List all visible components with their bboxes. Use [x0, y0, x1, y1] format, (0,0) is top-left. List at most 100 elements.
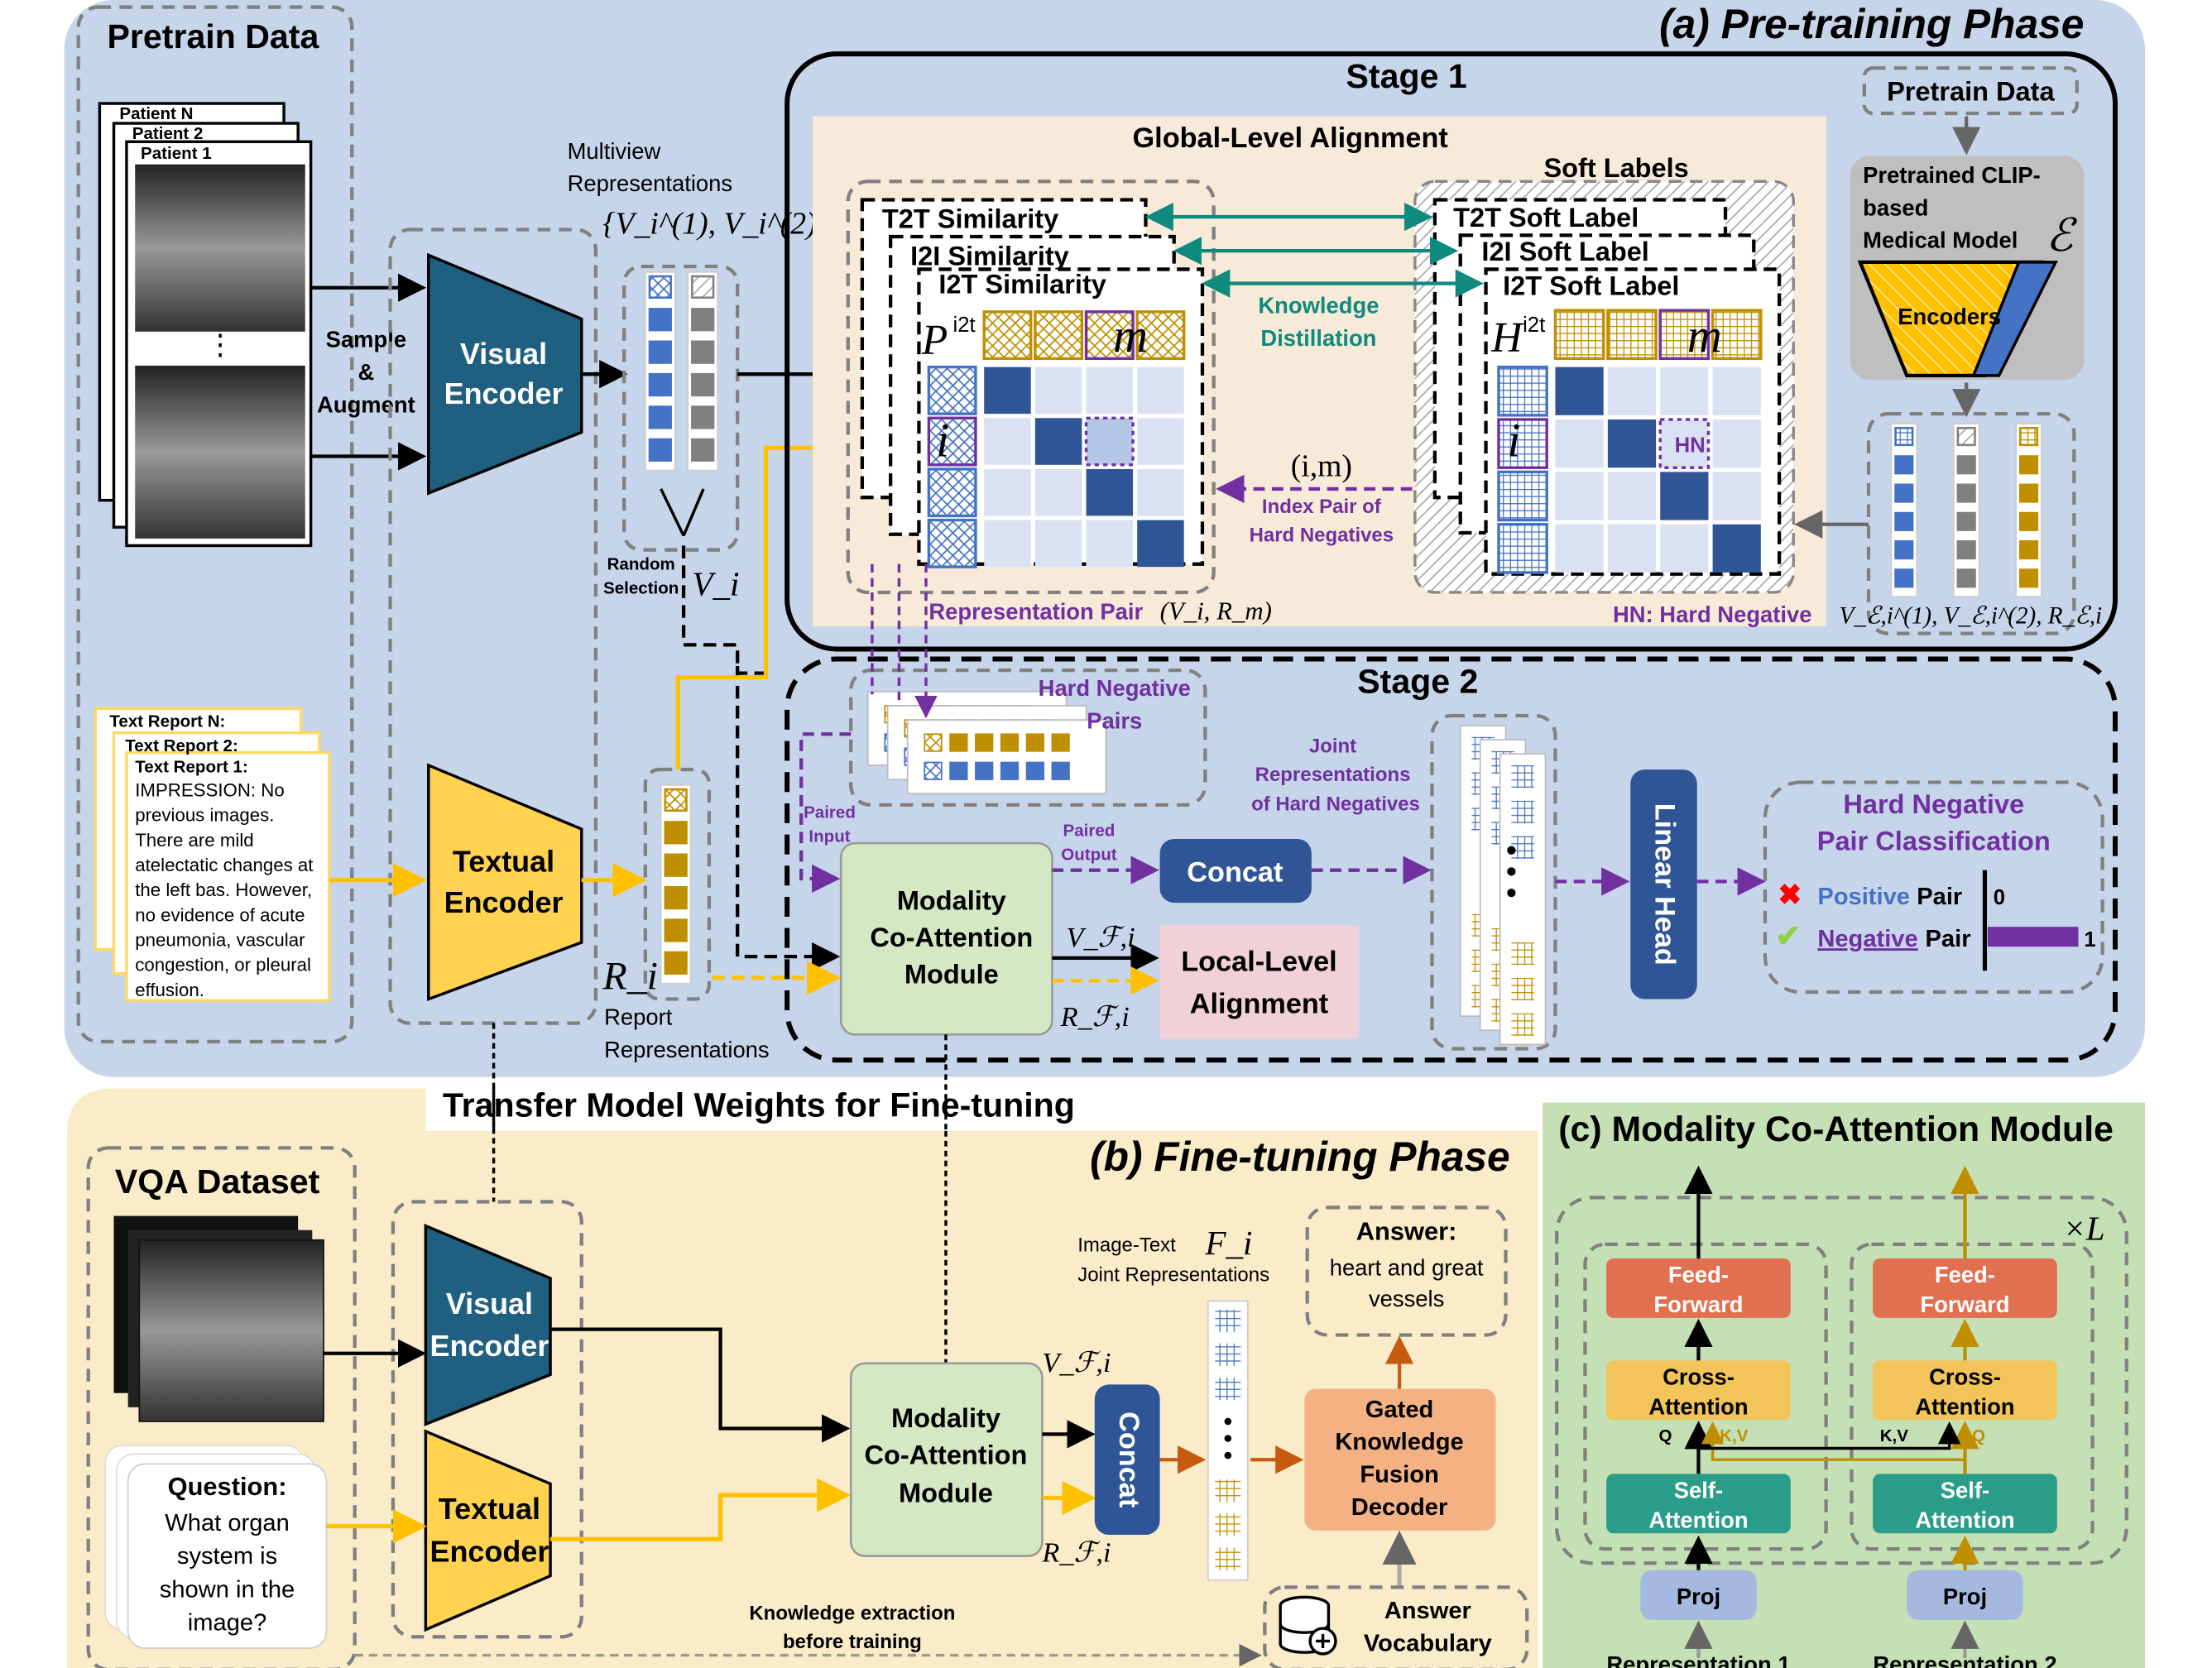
matrix-cell — [1034, 520, 1082, 568]
classification-pair-label: Pair — [1917, 884, 1962, 910]
ft-ellipsis-dot — [1224, 1417, 1232, 1426]
i2i-similarity-label: I2I Similarity — [910, 241, 1069, 271]
matrix-cell — [1658, 418, 1711, 469]
fi-label: F_i — [1204, 1224, 1252, 1262]
ft-encoder-box — [391, 1200, 583, 1639]
ft-vector-cell — [1215, 1513, 1241, 1536]
cross-attention-block — [1606, 1360, 1791, 1421]
joint-representation-stack — [1459, 725, 1547, 1046]
multiview-label: Multiview — [568, 138, 661, 164]
random-selection-label: Random — [607, 555, 675, 574]
ft-vector-cell — [1215, 1309, 1241, 1333]
report-line: pneumonia, vascular — [135, 929, 305, 950]
report-line: IMPRESSION: No — [135, 780, 285, 801]
pair-report-cell — [1051, 733, 1070, 752]
ri-label: R_i — [602, 955, 658, 999]
ft-concat-label: Concat — [1113, 1412, 1144, 1507]
view1-vector-cell — [648, 308, 672, 332]
stage1-title: Stage 1 — [1346, 57, 1467, 95]
hn-classification-title: Hard Negative — [1843, 789, 2024, 819]
cross-kv-arrow-2 — [1698, 1421, 1961, 1450]
ft-co-attention-label-3: Module — [899, 1479, 993, 1508]
feed-forward-block-label-2: Forward — [1920, 1292, 2009, 1317]
joint-repr-label-2: Representations — [1255, 764, 1411, 786]
patient-label-n: Patient N — [119, 104, 193, 123]
joint-repr-ft-label: Image-Text — [1077, 1234, 1176, 1256]
proj-block — [1640, 1570, 1757, 1620]
global-alignment-title: Global-Level Alignment — [1133, 122, 1448, 154]
clip-view1-vector-cell — [1894, 426, 1914, 447]
clip-view1-vector-cell — [1894, 511, 1914, 531]
clip-report-vector-cell — [2018, 540, 2039, 560]
decoder-label: Gated — [1365, 1397, 1434, 1423]
clip-symbol: ℰ — [2046, 210, 2077, 261]
column-header-cell — [1034, 310, 1084, 361]
report-line: effusion. — [135, 980, 204, 1000]
matrix-cell — [1034, 468, 1082, 516]
pair-report-cell — [975, 733, 994, 752]
soft-labels-title: Soft Labels — [1543, 153, 1688, 183]
textual-encoder — [427, 763, 583, 1002]
answer-vocab-label: Answer — [1384, 1598, 1471, 1624]
local-level-alignment — [1159, 925, 1359, 1039]
feed-forward-block-label-2: Forward — [1653, 1292, 1743, 1317]
transfer-weights-label: Transfer Model Weights for Fine-tuning — [443, 1086, 1075, 1124]
clip-view2-vector-cell — [1956, 455, 1976, 475]
visual-encoder — [427, 252, 583, 496]
cross-kv-arrow-1 — [1701, 1421, 1967, 1461]
matrix-cell — [984, 468, 1031, 516]
hard-negative-pairs-label: Hard Negative — [1039, 675, 1191, 701]
xray-image-lateral — [135, 365, 305, 539]
pair-image-cell — [1025, 761, 1044, 780]
and-label: & — [358, 359, 375, 385]
stage2-title: Stage 2 — [1357, 663, 1478, 701]
clip-encoders-label: Encoders — [1898, 304, 2001, 329]
kv-label: K,V — [1720, 1426, 1749, 1445]
ft-concat — [1094, 1384, 1160, 1535]
finetuning-title: (b) Fine-tuning Phase — [1090, 1134, 1510, 1180]
pretrain-data-title: Pretrain Data — [108, 17, 320, 55]
ft-vector-cell — [1215, 1479, 1241, 1503]
answer-text: heart and great — [1330, 1255, 1484, 1281]
matrix-cell — [1137, 367, 1184, 415]
q-label: Q — [1659, 1426, 1672, 1445]
matrix-cell — [1607, 472, 1657, 520]
row-header-cell — [927, 365, 977, 415]
i2t-soft-label: I2T Soft Label — [1503, 271, 1679, 300]
column-header-cell — [1084, 310, 1135, 361]
answer-vocabulary-box — [1263, 1585, 1529, 1668]
finetuning-panel: (b) Fine-tuning Phase VQA Dataset Questi… — [66, 1088, 1538, 1668]
ft-joint-vector — [1207, 1300, 1249, 1581]
matrix-cell — [1034, 418, 1082, 465]
pair-report-cell — [949, 733, 968, 752]
view2-vector-frame — [687, 271, 719, 472]
matrix-cell — [1712, 419, 1761, 468]
joint-vector-cell — [1511, 800, 1534, 824]
stage2-concat — [1159, 838, 1312, 903]
ft-vector-cell — [1215, 1343, 1241, 1367]
ft-ellipsis-dot — [1224, 1451, 1232, 1460]
classification-word: Negative — [1817, 926, 1917, 952]
self-attention-block-label: Self- — [1674, 1477, 1723, 1503]
view2-vector-cell — [691, 308, 715, 332]
matrix-cell — [1712, 367, 1761, 415]
view1-vector-cell — [648, 340, 672, 364]
knowledge-distillation-label: Knowledge — [1258, 293, 1379, 319]
joint-vector-card — [1499, 753, 1547, 1046]
ft-visual-encoder-label-2: Encoder — [429, 1329, 549, 1363]
patient-label-2: Patient 2 — [132, 124, 204, 143]
gated-fusion-decoder — [1304, 1388, 1496, 1531]
pair-image-cell — [924, 761, 943, 780]
ft-textual-encoder-label: Textual — [439, 1492, 540, 1526]
self-attention-block — [1606, 1474, 1791, 1534]
joint-vector-cell — [1511, 836, 1534, 859]
pretraining-title: (a) Pre-training Phase — [1659, 1, 2084, 47]
cross-attention-block-label: Cross- — [1929, 1364, 2001, 1389]
report-vector-cell — [664, 788, 688, 812]
ellipsis: ⋮ — [206, 329, 234, 361]
patient-images: ⋮ Patient N Patient 2 Patient 1 — [98, 102, 313, 548]
kv-label: K,V — [1880, 1426, 1909, 1445]
soft-row-mark-i: i — [1507, 414, 1520, 467]
matrix-cell — [984, 520, 1031, 568]
index-pair-label: Index Pair of — [1262, 496, 1382, 518]
